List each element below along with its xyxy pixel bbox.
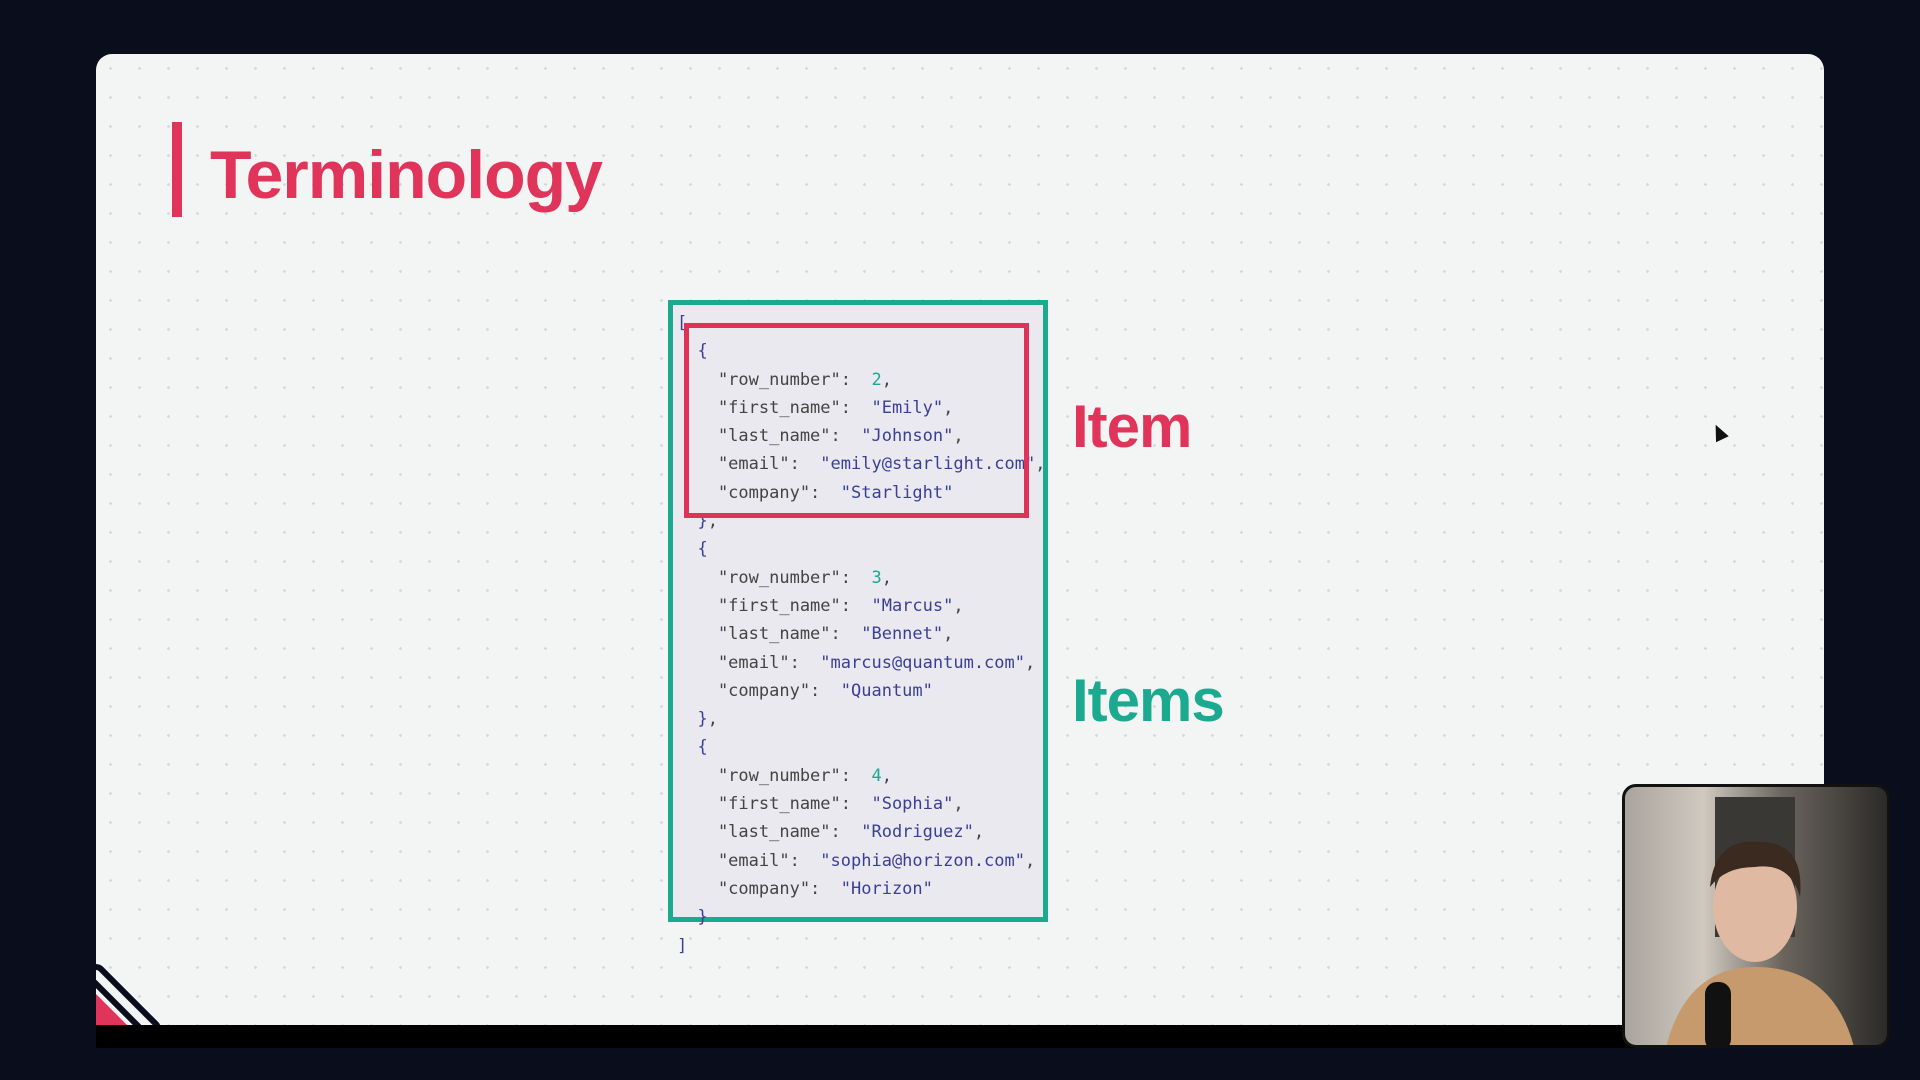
json-field-row-number: "row_number": 3, [677, 567, 892, 588]
json-field-email: "email": "sophia@horizon.com", [677, 850, 1036, 871]
json-field-company: "company": "Starlight" [677, 482, 954, 503]
json-object-close: } [697, 907, 708, 928]
video-bottom-bar [96, 1025, 1636, 1048]
presenter-video-icon [1666, 797, 1854, 1045]
webcam-overlay [1622, 784, 1890, 1048]
item-label: Item [1072, 393, 1192, 460]
json-field-first-name: "first_name": "Marcus", [677, 595, 964, 616]
json-close-bracket: ] [677, 935, 688, 956]
json-field-first-name: "first_name": "Sophia", [677, 794, 964, 815]
json-field-email: "email": "emily@starlight.com", [677, 454, 1046, 475]
json-object-open: { [697, 737, 708, 758]
brand-logo-icon [96, 964, 161, 1026]
json-field-last-name: "last_name": "Johnson", [677, 426, 964, 447]
presentation-slide: Terminology [ { "row_number": 2, "first_… [96, 54, 1824, 1026]
json-field-row-number: "row_number": 2, [677, 369, 892, 390]
json-object-close: }, [697, 709, 718, 730]
json-object-close: }, [697, 511, 718, 532]
json-field-last-name: "last_name": "Rodriguez", [677, 822, 985, 843]
slide-title: Terminology [210, 137, 603, 213]
json-field-first-name: "first_name": "Emily", [677, 397, 954, 418]
title-accent-bar [172, 122, 182, 217]
json-field-company: "company": "Quantum" [677, 680, 933, 701]
json-object-open: { [697, 341, 708, 362]
json-object-open: { [697, 539, 708, 560]
json-field-last-name: "last_name": "Bennet", [677, 624, 954, 645]
json-field-email: "email": "marcus@quantum.com", [677, 652, 1036, 673]
json-open-bracket: [ [677, 313, 688, 333]
item-highlight-box [684, 323, 1029, 518]
json-field-row-number: "row_number": 4, [677, 765, 892, 786]
json-field-company: "company": "Horizon" [677, 878, 933, 899]
json-code-block: [ { "row_number": 2, "first_name": "Emil… [668, 300, 1048, 956]
items-label: Items [1072, 667, 1225, 734]
